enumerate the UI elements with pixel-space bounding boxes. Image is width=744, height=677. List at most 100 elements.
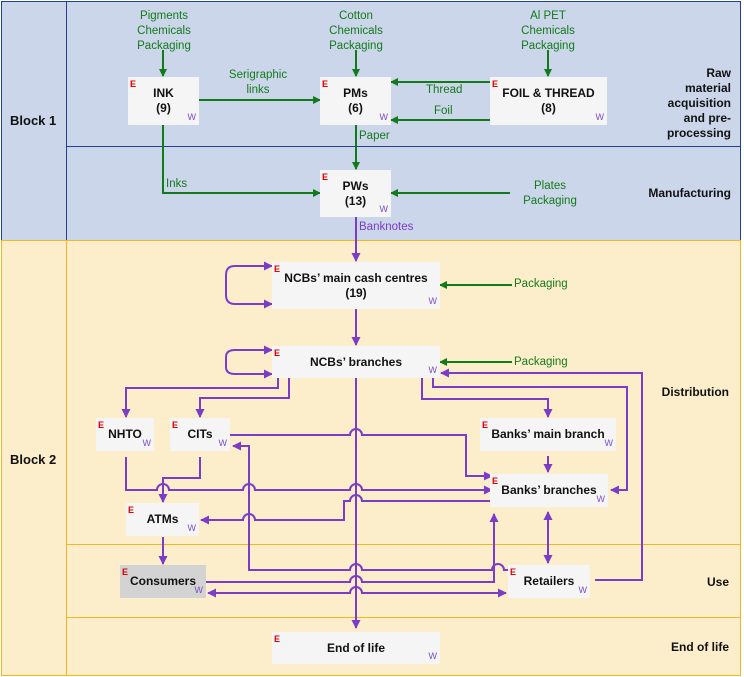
w-marker: W — [596, 494, 606, 504]
node-nhto[interactable]: E NHTO W — [96, 418, 154, 451]
w-marker: W — [428, 651, 438, 661]
flow-inks — [162, 125, 321, 197]
input-item: Packaging — [329, 40, 383, 52]
serigraphic-links-label: Serigraphic links — [218, 68, 298, 98]
input-item: Chemicals — [521, 25, 575, 37]
node-count: (9) — [156, 101, 171, 115]
inks-label: Inks — [166, 178, 188, 190]
pws-inputs-label: Plates Packaging — [510, 179, 590, 209]
node-name: NCBs’ branches — [309, 354, 403, 369]
node-banks-main-branch[interactable]: E Banks’ main branch W — [480, 418, 616, 451]
w-marker: W — [218, 438, 228, 448]
node-pms[interactable]: E PMs(6) W — [320, 77, 391, 125]
stage-line: acquisition — [667, 96, 731, 110]
flow-banks-to-atms — [200, 494, 492, 525]
node-count: (13) — [344, 193, 367, 208]
flow-cits-to-banks-branches — [230, 428, 493, 481]
node-name: ATMs — [146, 512, 179, 526]
stage-label-raw-material: Raw material acquisition and pre- proces… — [641, 66, 731, 141]
node-end-of-life[interactable]: E End of life W — [272, 632, 440, 664]
w-marker: W — [194, 585, 204, 595]
node-name: INK — [153, 86, 174, 100]
block1-label: Block 1 — [10, 113, 57, 128]
stage-line: and pre- — [683, 111, 731, 125]
node-count: (19) — [345, 285, 367, 300]
node-name: NHTO — [108, 427, 142, 441]
input-item: Packaging — [523, 195, 577, 207]
e-marker: E — [98, 420, 105, 430]
ink-inputs-label: Pigments Chemicals Packaging — [124, 9, 204, 54]
flow-cits-to-atms — [158, 457, 201, 503]
node-cits[interactable]: E CITs W — [170, 418, 230, 451]
node-name: NCBs’ main cash centres — [284, 270, 428, 285]
pms-inputs-label: Cotton Chemicals Packaging — [316, 9, 396, 54]
node-pws[interactable]: E PWs(13) W — [320, 170, 391, 217]
e-marker: E — [322, 79, 329, 89]
stage-line: material — [684, 81, 731, 95]
node-ncb-main-cash-centres[interactable]: E NCBs’ main cash centres(19) W — [272, 262, 440, 309]
ncb-main-packaging-label: Packaging — [514, 278, 568, 290]
stage-line: Raw — [706, 66, 731, 80]
e-marker: E — [274, 634, 281, 644]
w-marker: W — [428, 296, 438, 306]
paper-label: Paper — [359, 130, 390, 142]
input-item: Al PET — [530, 10, 566, 22]
node-count: (6) — [348, 101, 363, 115]
stage-label-manufacturing: Manufacturing — [648, 186, 731, 200]
input-item: Packaging — [521, 40, 575, 52]
input-item: Plates — [534, 180, 566, 192]
banknotes-label: Banknotes — [359, 221, 414, 233]
flow-ncb-to-banks-branches — [432, 378, 628, 495]
e-marker: E — [172, 420, 179, 430]
flow-nhto-to-banks-branches — [125, 457, 493, 495]
flow-consumers-to-banks-branches — [206, 513, 499, 583]
stage-label-end-of-life: End of life — [671, 640, 729, 654]
input-item: Chemicals — [329, 25, 383, 37]
input-item: Packaging — [137, 40, 191, 52]
node-name: Banks’ main branch — [491, 427, 605, 441]
node-name: FOIL & THREAD — [502, 86, 595, 100]
flow-label-line: Serigraphic — [228, 69, 288, 81]
flow-ncb-branches-loop — [225, 345, 273, 379]
block1-label-lane — [1, 1, 68, 241]
node-name: Consumers — [129, 574, 197, 588]
w-marker: W — [428, 365, 438, 375]
stage-label-use: Use — [706, 575, 729, 589]
node-foil-thread[interactable]: E FOIL & THREAD(8) W — [490, 77, 607, 125]
w-marker: W — [187, 112, 197, 122]
node-atms[interactable]: E ATMs W — [126, 503, 199, 536]
node-count: (8) — [541, 101, 556, 115]
flow-retailers-to-ncb — [440, 368, 643, 581]
flow-ncb-to-cits — [195, 378, 290, 418]
e-marker: E — [122, 567, 129, 577]
node-name: CITs — [187, 427, 213, 441]
node-retailers[interactable]: E Retailers W — [508, 565, 590, 598]
e-marker: E — [492, 79, 499, 89]
e-marker: E — [274, 264, 281, 274]
block2-label: Block 2 — [10, 452, 57, 467]
node-consumers[interactable]: E Consumers W — [120, 565, 206, 598]
w-marker: W — [578, 585, 588, 595]
node-name: End of life — [327, 640, 385, 655]
e-marker: E — [128, 505, 135, 515]
node-banks-branches[interactable]: E Banks’ branches W — [490, 474, 608, 507]
node-name: PWs — [342, 178, 369, 193]
node-ncb-branches[interactable]: E NCBs’ branches W — [272, 346, 440, 378]
ncb-branches-packaging-label: Packaging — [514, 356, 568, 368]
w-marker: W — [379, 204, 389, 214]
node-ink[interactable]: E INK(9) W — [128, 77, 199, 125]
w-marker: W — [595, 112, 605, 122]
w-marker: W — [187, 523, 197, 533]
foil-label: Foil — [434, 105, 453, 117]
e-marker: E — [274, 348, 281, 358]
w-marker: W — [379, 112, 389, 122]
e-marker: E — [482, 420, 489, 430]
flow-consumers-retailers — [207, 586, 507, 598]
input-item: Chemicals — [137, 25, 191, 37]
stage-line: processing — [666, 126, 731, 140]
w-marker: W — [604, 438, 614, 448]
node-name: PMs — [343, 86, 368, 100]
stage-label-distribution: Distribution — [661, 385, 729, 399]
node-name: Retailers — [523, 574, 575, 588]
